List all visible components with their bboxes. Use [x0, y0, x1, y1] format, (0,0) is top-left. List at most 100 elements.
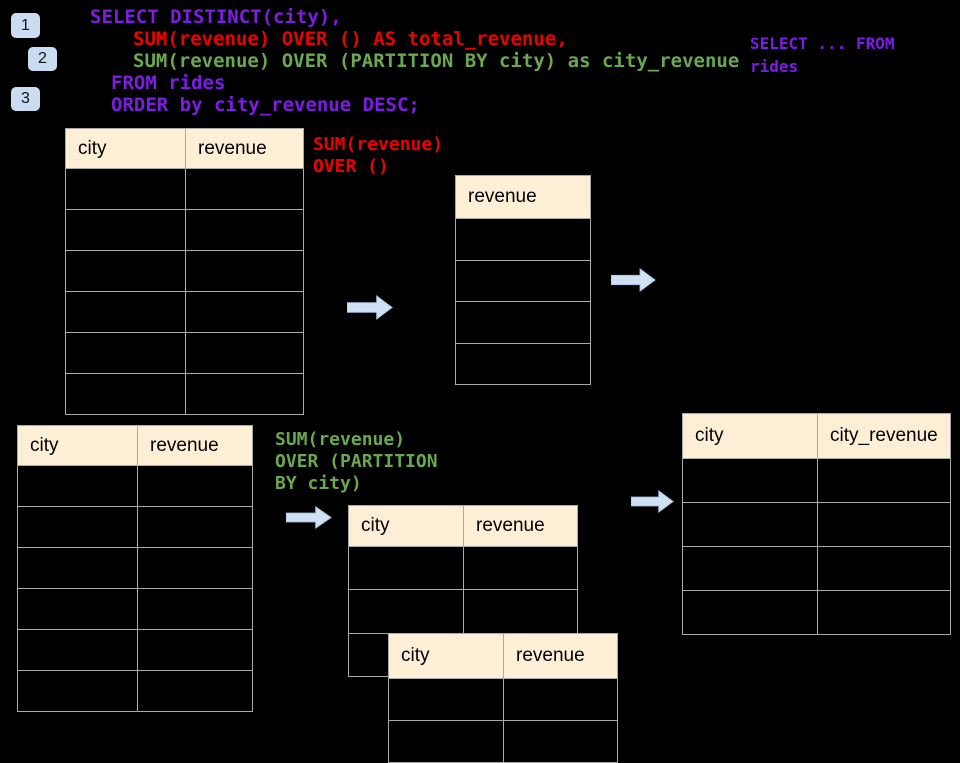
code-line: SUM(revenue) OVER () AS total_revenue, — [133, 28, 568, 50]
table-row — [456, 301, 590, 343]
table-row — [389, 678, 617, 720]
table-cell — [18, 466, 138, 506]
table-cell — [18, 548, 138, 588]
table-cell — [18, 589, 138, 629]
column-header: revenue — [476, 515, 545, 536]
table-cell — [504, 679, 617, 720]
code-line: ORDER by city_revenue DESC; — [111, 94, 420, 116]
table-cell — [18, 671, 138, 711]
table-cell — [456, 344, 590, 385]
table-cell — [66, 251, 186, 291]
table-row — [18, 629, 252, 670]
table-row — [683, 590, 950, 634]
code-line: SUM(revenue) — [313, 134, 444, 155]
table-cell — [456, 219, 590, 260]
table-row — [18, 588, 252, 629]
table-cell — [504, 721, 617, 762]
table-cell — [464, 547, 577, 589]
table-cell — [464, 590, 577, 632]
flow-arrow-right-icon — [347, 295, 393, 320]
table-cell — [138, 671, 252, 711]
table-cell — [683, 591, 818, 634]
table-row — [683, 458, 950, 502]
table-row — [456, 342, 590, 385]
code-line: FROM rides — [111, 72, 226, 94]
table-row — [389, 720, 617, 762]
column-header: city — [389, 634, 504, 678]
table-header-row: city revenue — [349, 506, 577, 546]
table-cell — [683, 503, 818, 546]
table-cell — [818, 503, 950, 546]
table-cell — [138, 630, 252, 670]
flow-arrow-right-icon — [286, 506, 332, 529]
column-header: revenue — [198, 137, 267, 159]
table-cell — [683, 459, 818, 502]
table-header-row: city revenue — [66, 129, 303, 168]
code-line: OVER () — [313, 156, 389, 177]
code-line: rides — [750, 57, 799, 76]
table-row — [66, 373, 303, 414]
table-cell — [186, 169, 303, 209]
table-cell — [456, 261, 590, 302]
table-cell — [66, 292, 186, 332]
step-badge-1: 1 — [11, 13, 40, 38]
column-header: city — [66, 129, 186, 168]
code-line: BY city) — [275, 473, 362, 494]
source-table-top: city revenue — [65, 128, 304, 415]
table-row — [349, 546, 577, 590]
table-cell — [18, 507, 138, 547]
table-row — [66, 209, 303, 250]
table-row — [66, 168, 303, 209]
flow-arrow-right-icon — [611, 268, 656, 292]
table-cell — [66, 333, 186, 373]
table-row — [66, 332, 303, 373]
table-cell — [138, 466, 252, 506]
code-line: SUM(revenue) OVER (PARTITION BY city) as… — [133, 50, 740, 72]
column-header: revenue — [468, 186, 537, 207]
table-cell — [389, 721, 504, 762]
table-row — [456, 218, 590, 260]
code-line: SELECT DISTINCT(city), — [90, 6, 342, 28]
table-cell — [66, 169, 186, 209]
table-cell — [818, 459, 950, 502]
table-cell — [818, 591, 950, 634]
table-row — [66, 250, 303, 291]
code-line: OVER (PARTITION — [275, 451, 438, 472]
table-cell — [138, 507, 252, 547]
table-cell — [818, 547, 950, 590]
table-cell — [389, 679, 504, 720]
table-row — [456, 259, 590, 302]
table-cell — [66, 374, 186, 414]
table-cell — [186, 374, 303, 414]
partition-table-back: city revenue — [388, 633, 618, 763]
table-cell — [138, 548, 252, 588]
revenue-column-table: revenue — [455, 175, 591, 385]
table-cell — [186, 333, 303, 373]
column-header: revenue — [516, 645, 585, 666]
table-cell — [18, 630, 138, 670]
flow-arrow-right-icon — [631, 490, 674, 513]
code-line: SUM(revenue) — [275, 429, 406, 450]
table-cell — [683, 547, 818, 590]
table-cell — [349, 547, 464, 590]
total-revenue-annotation: SUM(revenue)OVER () — [313, 134, 443, 178]
table-header-row: revenue — [456, 176, 590, 218]
table-row — [18, 465, 252, 506]
table-row — [683, 502, 950, 546]
table-cell — [186, 210, 303, 250]
table-row — [349, 589, 577, 633]
table-cell — [186, 292, 303, 332]
sql-query-code: SELECT DISTINCT(city),SUM(revenue) OVER … — [90, 6, 739, 116]
table-row — [18, 547, 252, 588]
table-row — [683, 546, 950, 590]
table-row — [18, 506, 252, 547]
step-badge-3: 3 — [11, 87, 40, 111]
column-header: city — [349, 506, 464, 546]
step-badge-2: 2 — [28, 47, 57, 71]
